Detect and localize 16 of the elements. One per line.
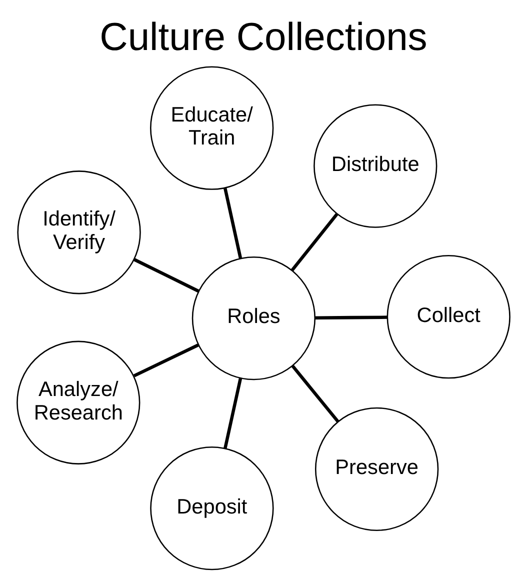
node-circle: Deposit [150, 446, 274, 570]
connector [290, 365, 339, 423]
node-circle: Analyze/ Research [16, 340, 140, 464]
connector [314, 316, 387, 320]
node-circle: Preserve [314, 407, 438, 531]
node-circle: Roles [191, 256, 316, 380]
connector [132, 258, 199, 293]
node-circle: Educate/ Train [150, 66, 274, 190]
connector [223, 378, 242, 449]
connector [222, 188, 242, 258]
node-circle: Identify/ Verify [16, 170, 140, 294]
connector [132, 344, 198, 378]
diagram-title: Culture Collections [99, 16, 427, 59]
node-circle: Collect [386, 255, 510, 379]
node-circle: Distribute [313, 104, 437, 228]
connector [290, 212, 338, 272]
